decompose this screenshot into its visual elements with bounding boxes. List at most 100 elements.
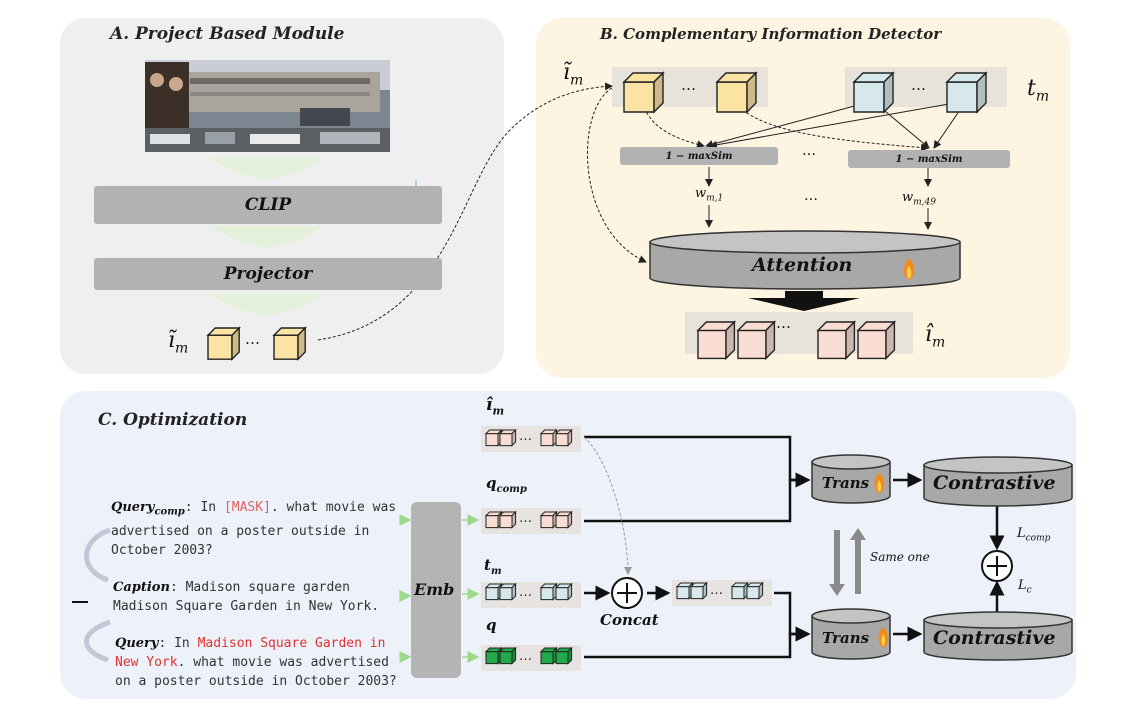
maxsim-block-2: 1 − maxSim [848,150,1010,168]
trans-label-bottom: Trans [822,629,870,647]
token-cube [484,646,503,665]
row-ellipsis: … [519,511,532,526]
loss-c-label: Lc [1018,578,1032,596]
emb-bar [411,502,461,678]
row-ellipsis: … [519,649,532,664]
attention-label: Attention [752,254,853,276]
projector-label: Projector [223,264,313,284]
row-label-q: q [486,616,497,634]
optimization-links [584,435,1005,659]
query-comp-post: . what movie was advertised on a poster … [111,500,397,558]
trans-cylinder-top [811,454,891,504]
token-cube [539,582,558,601]
token-cube [539,646,558,665]
weight-label-1: wm,1 [695,186,724,204]
fire-icon [903,258,915,280]
emb-label: Emb [414,580,455,599]
token-cube [498,428,517,447]
panel-b-image-label: ĩm [563,60,584,89]
token-cube [206,326,241,361]
token-cube [554,582,573,601]
token-cube [539,510,558,529]
token-cube [745,581,764,600]
token-cube [554,510,573,529]
token-cube [498,646,517,665]
fire-icon [878,627,889,648]
panel-c-title: C. Optimization [98,410,248,430]
weight-label-2: wm,49 [902,190,936,208]
token-cube [730,581,749,600]
token-cube [715,71,758,114]
clip-block: CLIP [94,186,442,224]
loss-comp-label: Lcomp [1017,526,1051,544]
token-cube [852,71,895,114]
contrastive-label-bottom: Contrastive [933,627,1056,649]
token-cube [945,71,988,114]
query-text: Query: In Madison Square Garden in New Y… [115,634,407,691]
token-cube [554,428,573,447]
query-label: Query [115,636,159,651]
query-highlight: Madison Square Garden in New York [115,636,386,670]
caption-body: : Madison square garden Madison Square G… [113,580,380,614]
maxsim-ellipsis: … [802,143,816,159]
weight-ellipsis: … [804,188,818,204]
token-cube [736,320,777,361]
image-to-attention-arrow [587,87,647,263]
token-cube [484,428,503,447]
query-pre: : In [158,636,198,651]
row-ellipsis: … [519,429,532,444]
feedback-arrows [84,527,111,663]
projector-block: Projector [94,258,442,290]
panel-b-output-label: îm [925,322,946,351]
query-comp-label: Query [111,500,155,515]
similarity-arrows [642,100,967,230]
panel-b-title: B. Complementary Information Detector [600,25,942,43]
panel-b-ellipsis-1: … [681,76,696,94]
flow-chevrons [210,158,325,316]
token-cube [856,320,897,361]
panel-b-output-ellipsis: … [776,314,791,332]
token-cube [622,71,665,114]
caption-label: Caption [113,580,170,595]
query-comp-text: Querycomp: In [MASK]. what movie was adv… [111,498,411,560]
token-cube [272,326,307,361]
loss-sum-plus [981,550,1013,582]
fire-icon [874,473,885,494]
contrastive-label-top: Contrastive [933,472,1056,494]
query-comp-sub: comp [154,506,185,518]
token-cube [696,320,737,361]
maxsim-label-1: 1 − maxSim [665,150,733,162]
caption-text: Caption: Madison square garden Madison S… [113,578,408,616]
clip-label: CLIP [244,195,292,215]
token-cube [484,510,503,529]
panel-b-ellipsis-2: … [911,76,926,94]
token-cube [816,320,857,361]
contrastive-cylinder-bottom [923,611,1073,661]
input-photo [145,60,390,152]
same-one-label: Same one [870,550,930,564]
token-cube [498,582,517,601]
query-post: . what movie was advertised on a poster … [115,655,397,689]
token-cube [484,582,503,601]
maxsim-block-1: 1 − maxSim [620,147,778,165]
panel-a-output-label: ĩm [168,328,189,357]
row-label-image: îm [486,395,505,418]
attention-cylinder [649,230,961,290]
row-label-qcomp: qcomp [486,474,527,495]
attention-output-arrow [748,291,860,311]
panel-a-ellipsis: … [245,330,260,348]
token-cube [689,581,708,600]
row-ellipsis: … [710,583,723,598]
token-cube [554,646,573,665]
cross-panel-arrow [317,82,613,341]
contrastive-cylinder-top [923,456,1073,507]
row-label-text: tm [484,556,502,577]
token-cubes: … … … … … [206,71,988,665]
mask-token: [MASK] [223,500,271,515]
image-to-concat-arrow [583,436,632,575]
token-cube [675,581,694,600]
same-one-arrows [829,528,866,596]
concat-plus [611,577,643,609]
concat-label: Concat [600,611,659,629]
panel-b-text-label: tm [1027,76,1050,105]
